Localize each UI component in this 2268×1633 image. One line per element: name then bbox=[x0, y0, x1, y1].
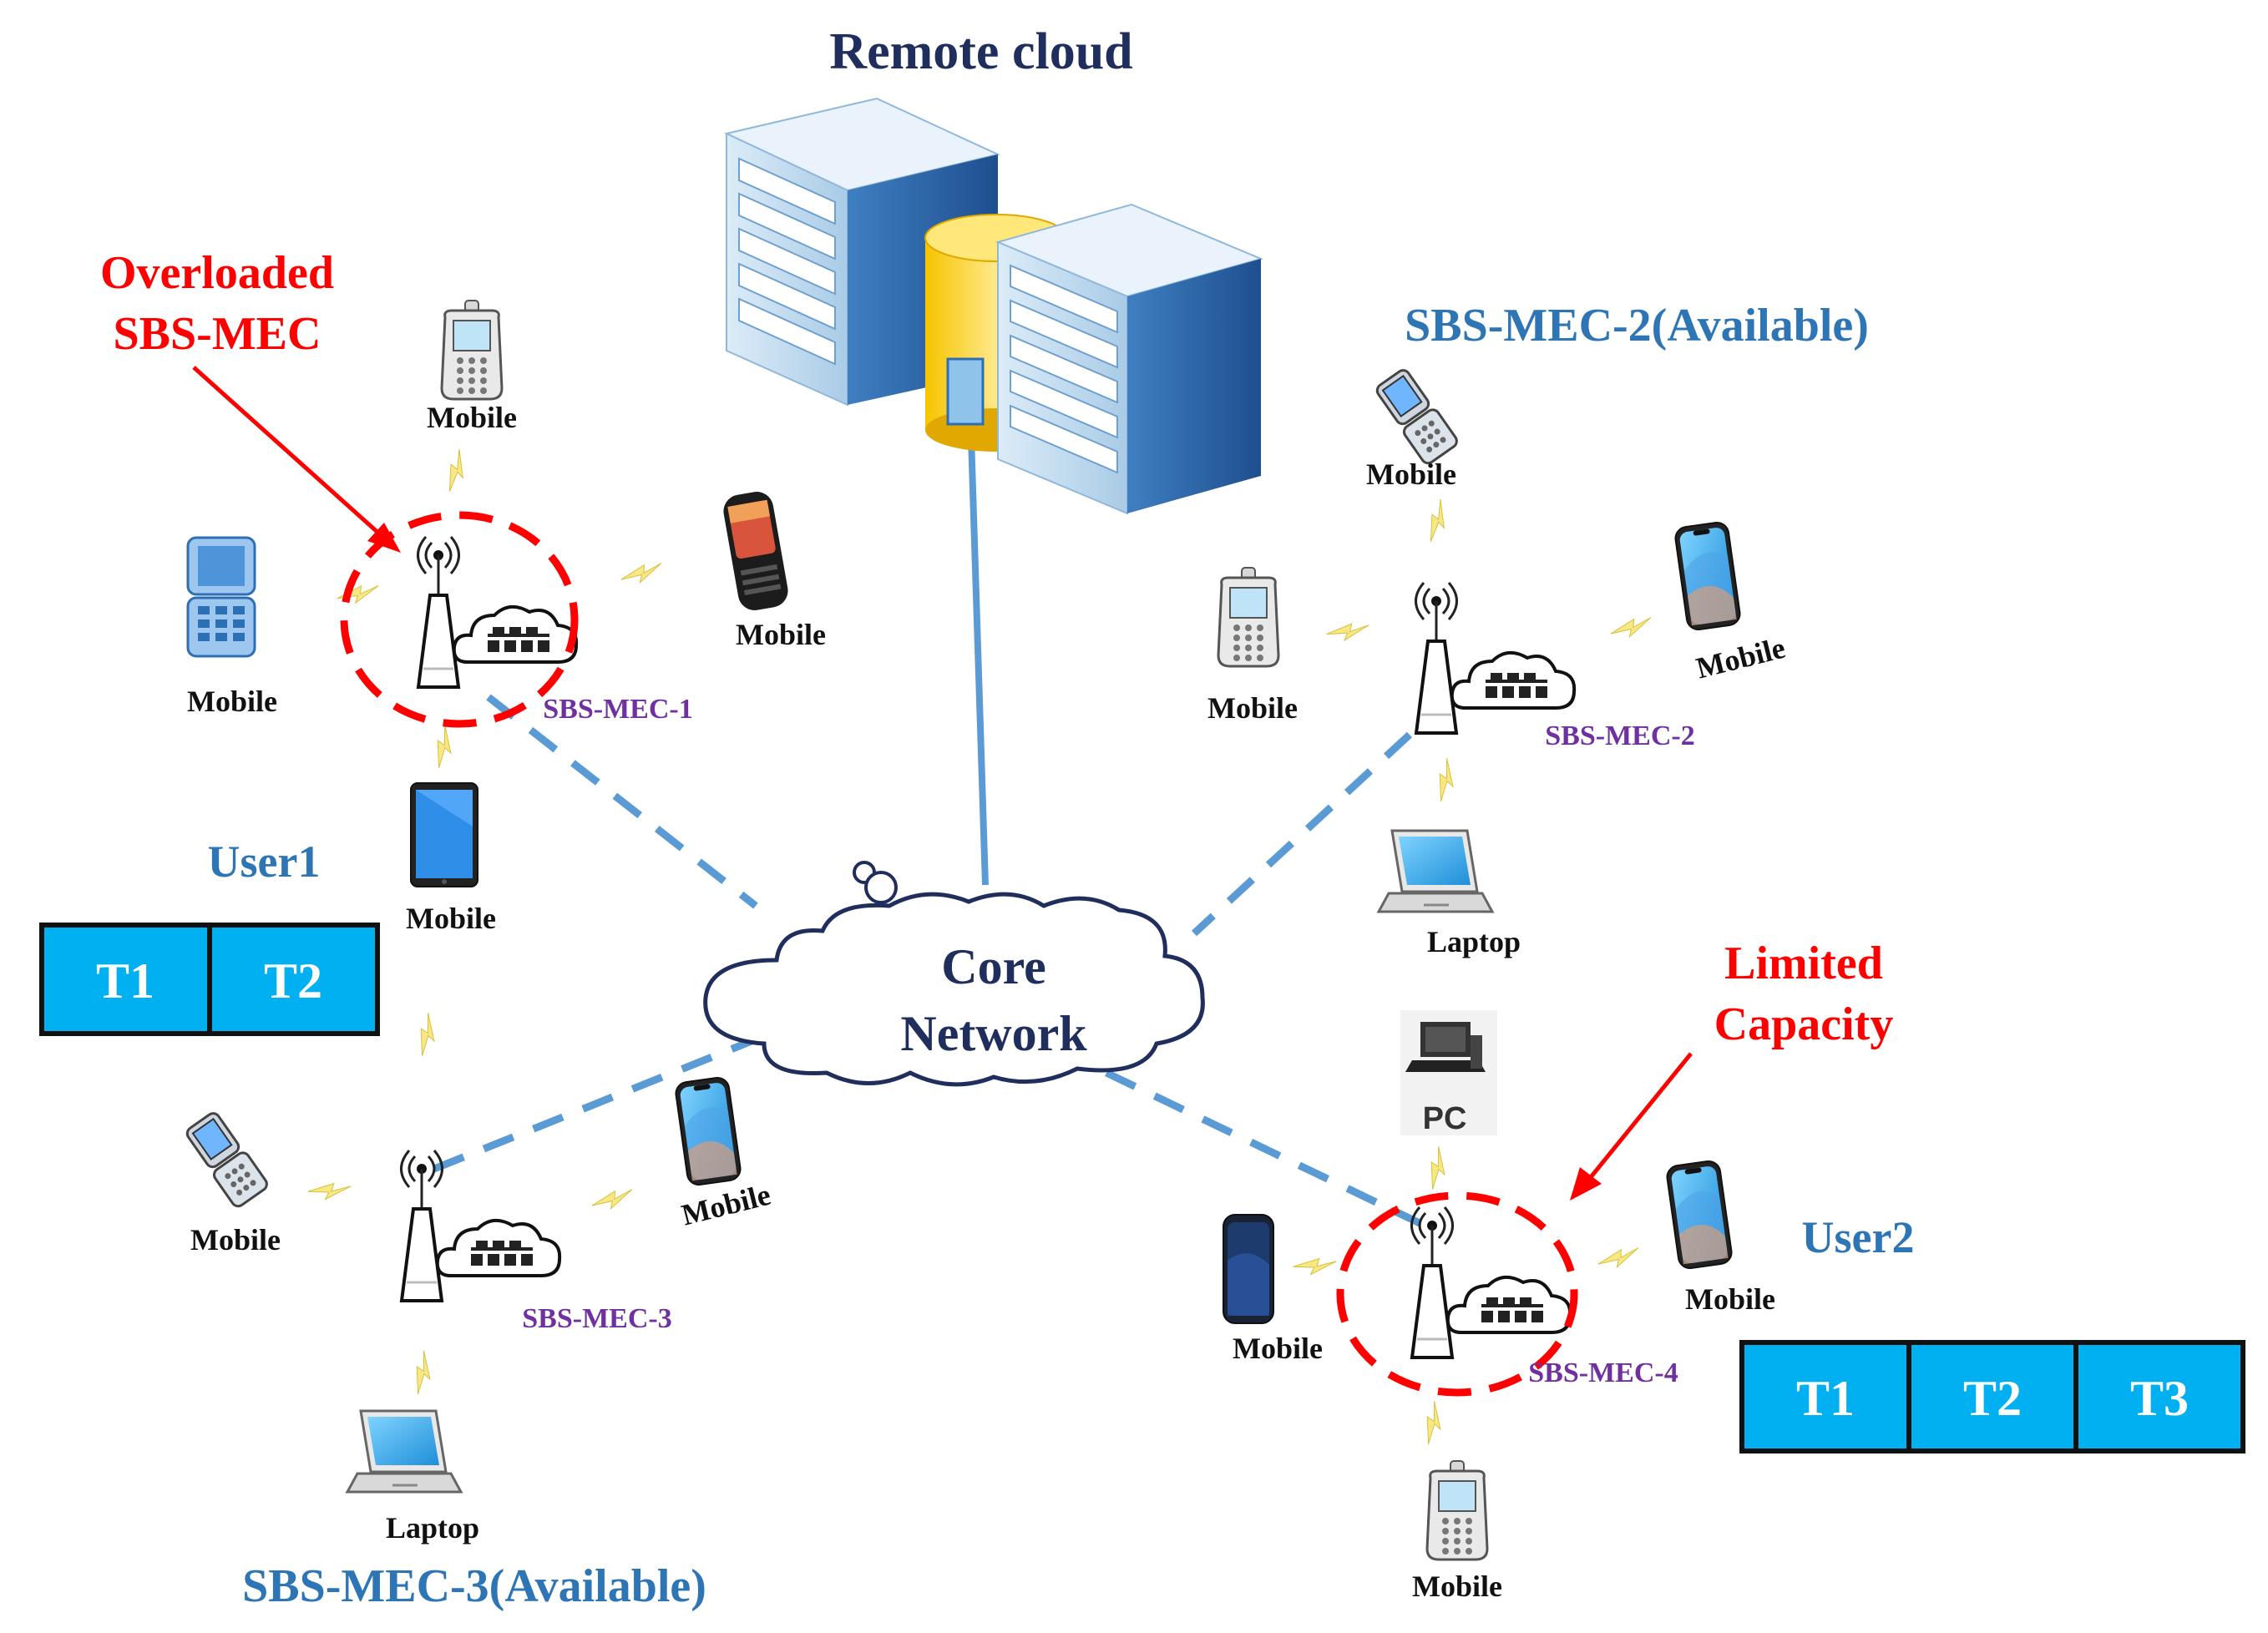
bolt-icon bbox=[416, 1011, 439, 1059]
smartphone-icon bbox=[1673, 520, 1743, 632]
smartphone-icon bbox=[1664, 1159, 1734, 1271]
remote-cloud-servers bbox=[723, 97, 1264, 515]
link-sbs4-core bbox=[1105, 1069, 1421, 1227]
link-cloud-core bbox=[967, 410, 989, 886]
user2-task-3: T3 bbox=[2130, 1371, 2189, 1426]
flip-phone-icon bbox=[182, 1108, 271, 1211]
bolt-icon bbox=[1426, 1145, 1450, 1192]
base-station-1: SBS-MEC-1 bbox=[340, 511, 693, 728]
annotation-limited: Limited Capacity bbox=[1570, 938, 1893, 1201]
device-label: Mobile bbox=[427, 401, 517, 434]
device-label: Mobile bbox=[190, 1223, 281, 1256]
core-network-label-line2: Network bbox=[900, 1006, 1087, 1061]
device-label: Mobile bbox=[678, 1178, 773, 1232]
bolt-icon bbox=[1292, 1256, 1338, 1277]
remote-cloud-title: Remote cloud bbox=[829, 23, 1132, 80]
device-label: Mobile bbox=[406, 902, 496, 935]
user1-panel: User1 T1 T2 bbox=[39, 837, 380, 1036]
base-station-tower-icon bbox=[1414, 581, 1577, 735]
bolt-icon bbox=[618, 559, 666, 589]
device-label: Mobile bbox=[1685, 1282, 1775, 1316]
arrow-head-icon bbox=[1570, 1167, 1602, 1201]
bolt-icon bbox=[1422, 1399, 1445, 1447]
device-label: Laptop bbox=[1427, 925, 1521, 958]
device-label: Mobile bbox=[1412, 1570, 1502, 1603]
station-label-sbs-mec-4: SBS-MEC-4 bbox=[1528, 1357, 1678, 1388]
user1-task-1: T1 bbox=[96, 953, 154, 1009]
laptop-icon bbox=[1377, 829, 1494, 913]
overload-highlight bbox=[340, 511, 579, 728]
link-sbs3-core bbox=[433, 1035, 757, 1173]
bolt-icon bbox=[335, 581, 382, 609]
user2-label: User2 bbox=[1802, 1212, 1915, 1262]
bolt-icon bbox=[433, 723, 456, 771]
smartphone-dark-icon bbox=[1223, 1214, 1274, 1324]
bolt-icon bbox=[1607, 613, 1655, 644]
device-label: Mobile bbox=[1207, 691, 1298, 725]
device-label: Mobile bbox=[736, 618, 826, 651]
base-station-tower-icon bbox=[1410, 1206, 1572, 1359]
slider-phone-icon bbox=[721, 488, 791, 614]
device-label: Mobile bbox=[187, 685, 277, 718]
sbs-mec-2-available-label: SBS-MEC-2(Available) bbox=[1405, 300, 1869, 351]
annotation-limited-line2: Capacity bbox=[1714, 999, 1894, 1050]
flip-phone-icon bbox=[1372, 365, 1461, 468]
bolt-icon bbox=[412, 1349, 435, 1397]
laptop-icon bbox=[346, 1409, 463, 1494]
base-station-tower-icon bbox=[399, 1149, 562, 1302]
links bbox=[433, 410, 1421, 1227]
core-network-label-line1: Core bbox=[941, 939, 1046, 994]
device-label: Laptop bbox=[386, 1511, 479, 1545]
tablet-icon bbox=[410, 782, 478, 887]
link-sbs1-core bbox=[486, 694, 758, 909]
user2-task-box bbox=[1739, 1340, 2245, 1454]
base-station-4: SBS-MEC-4 bbox=[1336, 1191, 1678, 1397]
user2-task-1: T1 bbox=[1796, 1371, 1855, 1426]
feature-phone-icon bbox=[1217, 566, 1280, 668]
smartphone-icon bbox=[673, 1075, 743, 1187]
station-label-sbs-mec-3: SBS-MEC-3 bbox=[522, 1303, 671, 1334]
link-sbs2-core bbox=[1191, 731, 1413, 937]
bolt-icon bbox=[1435, 756, 1458, 804]
device-label: Mobile bbox=[1233, 1332, 1323, 1365]
station-label-sbs-mec-1: SBS-MEC-1 bbox=[543, 694, 692, 725]
limited-capacity-highlight bbox=[1336, 1191, 1578, 1397]
annotation-overloaded-line2: SBS-MEC bbox=[114, 308, 321, 360]
bolt-icon bbox=[1425, 498, 1452, 545]
annotation-overloaded-line1: Overloaded bbox=[100, 247, 334, 299]
arrow-head-icon bbox=[367, 523, 401, 553]
base-station-2: SBS-MEC-2 bbox=[1414, 581, 1695, 751]
annotation-overloaded: Overloaded SBS-MEC bbox=[100, 247, 401, 553]
bolt-icon bbox=[306, 1181, 352, 1201]
bolt-icon bbox=[1595, 1243, 1643, 1274]
bolt-icon bbox=[589, 1185, 636, 1216]
blue-phone-icon bbox=[186, 536, 256, 658]
feature-phone-icon bbox=[440, 299, 504, 401]
feature-phone-icon bbox=[1425, 1459, 1489, 1561]
device-label: Mobile bbox=[1366, 458, 1456, 491]
user1-label: User1 bbox=[208, 837, 321, 887]
bolt-icon bbox=[443, 447, 471, 495]
annotation-limited-line1: Limited bbox=[1724, 938, 1883, 989]
user2-task-2: T2 bbox=[1963, 1371, 2022, 1426]
user1-task-2: T2 bbox=[264, 953, 322, 1009]
sbs-mec-3-available-label: SBS-MEC-3(Available) bbox=[242, 1560, 706, 1612]
core-network-cloud: Core Network bbox=[703, 861, 1205, 1087]
user2-panel: User2 T1 T2 T3 bbox=[1739, 1212, 2245, 1454]
bolt-icon bbox=[1324, 620, 1372, 644]
device-label: Mobile bbox=[1693, 631, 1788, 685]
device-label: PC bbox=[1423, 1101, 1467, 1136]
station-label-sbs-mec-2: SBS-MEC-2 bbox=[1545, 720, 1694, 751]
base-station-3: SBS-MEC-3 bbox=[399, 1149, 672, 1334]
